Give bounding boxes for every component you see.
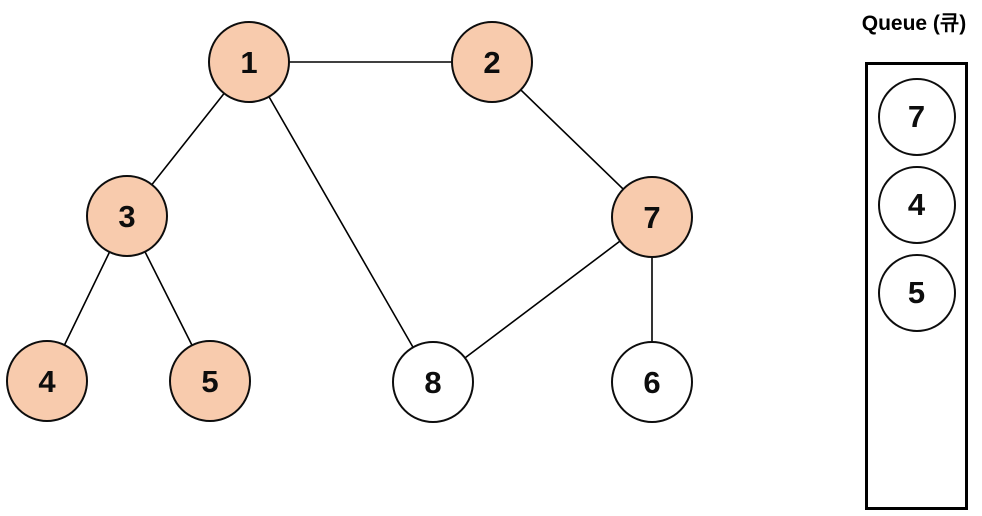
graph-node-label-5: 5 <box>201 364 218 399</box>
queue-box: 7 4 5 <box>865 62 968 510</box>
graph-node-2: 2 <box>451 21 533 103</box>
graph-node-label-8: 8 <box>424 365 441 400</box>
queue-item-0: 7 <box>877 78 956 156</box>
graph-node-5: 5 <box>169 340 251 422</box>
graph-node-circle-5 <box>169 340 251 422</box>
graph-edge-1-8 <box>248 61 434 383</box>
graph-node-circle-1 <box>208 21 290 103</box>
graph-node-label-1: 1 <box>240 45 257 80</box>
graph-node-circle-7 <box>611 176 693 258</box>
graph-node-label-2: 2 <box>483 45 500 80</box>
queue-item-1: 4 <box>877 166 956 244</box>
graph-canvas: 1 2 3 7 4 5 8 6 <box>6 21 693 423</box>
graph-node-6: 6 <box>611 341 693 423</box>
queue-item-2: 5 <box>877 254 956 332</box>
graph-node-label-6: 6 <box>643 365 660 400</box>
queue-title: Queue (큐) <box>861 12 967 35</box>
graph-node-3: 3 <box>86 175 168 257</box>
graph-node-circle-4 <box>6 340 88 422</box>
graph-node-1: 1 <box>208 21 290 103</box>
graph-node-label-7: 7 <box>643 200 660 235</box>
graph-node-7: 7 <box>611 176 693 258</box>
graph-node-label-4: 4 <box>38 364 56 399</box>
graph-node-circle-2 <box>451 21 533 103</box>
graph-node-8: 8 <box>392 341 474 423</box>
graph-node-4: 4 <box>6 340 88 422</box>
graph-node-label-3: 3 <box>118 199 135 234</box>
nodes-layer: 1 2 3 7 4 5 8 6 <box>6 21 693 423</box>
graph-node-circle-8 <box>392 341 474 423</box>
graph-node-circle-6 <box>611 341 693 423</box>
graph-edge-7-8 <box>432 216 653 383</box>
graph-node-circle-3 <box>86 175 168 257</box>
